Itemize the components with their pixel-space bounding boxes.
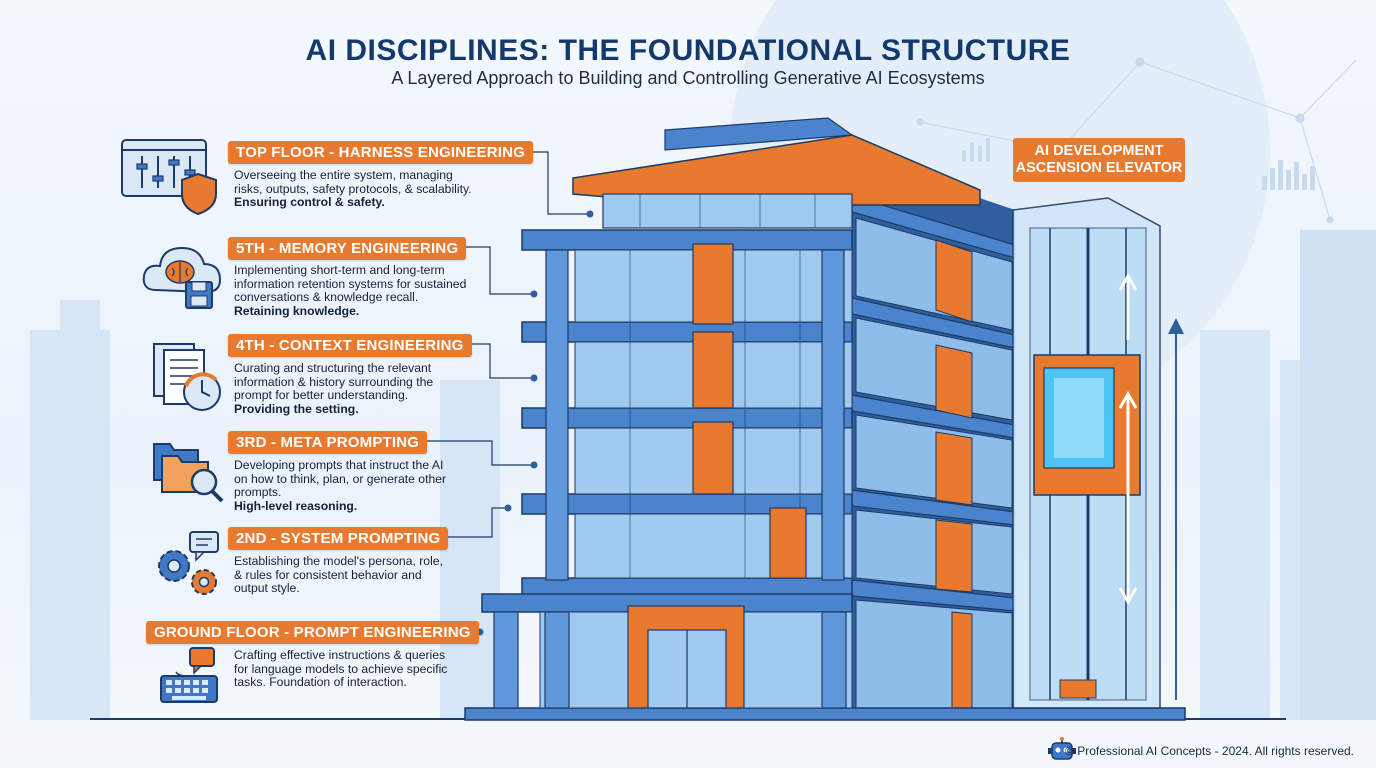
floor-desc-line: on how to think, plan, or generate other	[234, 471, 447, 486]
floor-desc-line: prompt for better understanding.	[234, 388, 409, 403]
floor-label-3rd: 3RD - META PROMPTING	[228, 431, 428, 454]
floor-desc-emphasis: Retaining knowledge.	[234, 303, 360, 318]
folders-magnifier-icon	[153, 443, 224, 503]
floor-desc-line: prompts.	[234, 485, 282, 500]
floor-desc-line: information & history surrounding the	[234, 374, 434, 389]
floor-desc-emphasis: Ensuring control & safety.	[234, 195, 385, 210]
documents-clock-icon	[153, 343, 221, 411]
floor-desc-emphasis: High-level reasoning.	[234, 498, 358, 513]
floor-desc-2nd: Establishing the model's persona, role, …	[234, 554, 484, 596]
elevator-label-line2: ASCENSION ELEVATOR	[1015, 160, 1183, 176]
floor-label-2nd: 2ND - SYSTEM PROMPTING	[228, 527, 449, 550]
brain-cloud-disk-icon	[142, 246, 222, 309]
floor-desc-line: tasks. Foundation of interaction.	[234, 675, 407, 690]
elevator-shaft	[1012, 197, 1184, 709]
floor-desc-line: Overseeing the entire system, managing	[234, 168, 453, 182]
floor-desc-line: Developing prompts that instruct the AI	[234, 458, 444, 472]
floor-desc-emphasis: Providing the setting.	[234, 401, 359, 416]
page-title: AI DISCIPLINES: THE FOUNDATIONAL STRUCTU…	[305, 34, 1071, 67]
floor-desc-line: conversations & knowledge recall.	[234, 290, 419, 305]
gears-chat-icon	[158, 531, 219, 595]
floor-desc-ground: Crafting effective instructions & querie…	[234, 648, 484, 690]
floor-desc-line: information retention systems for sustai…	[234, 276, 467, 291]
floor-desc-5th: Implementing short-term and long-term in…	[234, 263, 484, 318]
floor-desc-line: & rules for consistent behavior and	[234, 567, 422, 582]
building	[464, 117, 1186, 721]
keyboard-chat-icon	[160, 647, 218, 703]
elevator-label: AI DEVELOPMENT ASCENSION ELEVATOR	[1013, 138, 1185, 182]
floor-desc-3rd: Developing prompts that instruct the AI …	[234, 458, 484, 513]
floor-label-4th: 4TH - CONTEXT ENGINEERING	[228, 334, 472, 357]
floor-desc-4th: Curating and structuring the relevant in…	[234, 361, 484, 416]
floor-desc-line: output style.	[234, 581, 300, 596]
floor-desc-line: Curating and structuring the relevant	[234, 361, 432, 375]
bar-graphic	[962, 138, 1315, 190]
page-subtitle: A Layered Approach to Building and Contr…	[391, 68, 985, 88]
floor-label-5th: 5TH - MEMORY ENGINEERING	[228, 237, 467, 260]
robot-icon	[1048, 737, 1076, 760]
floor-label-top: TOP FLOOR - HARNESS ENGINEERING	[228, 141, 534, 164]
elevator-label-line1: AI DEVELOPMENT	[1034, 143, 1164, 159]
floor-desc-line: risks, outputs, safety protocols, & scal…	[234, 181, 472, 196]
floor-desc-line: Implementing short-term and long-term	[234, 263, 445, 277]
floor-desc-top: Overseeing the entire system, managing r…	[234, 168, 496, 210]
floor-label-ground: GROUND FLOOR - PROMPT ENGINEERING	[146, 621, 479, 644]
floor-desc-line: Crafting effective instructions & querie…	[234, 648, 446, 662]
floor-desc-line: for language models to achieve specific	[234, 661, 448, 676]
control-panel-shield-icon	[121, 139, 217, 216]
floor-desc-line: Establishing the model's persona, role,	[234, 554, 443, 568]
copyright-footer: © Professional AI Concepts - 2024. All r…	[1065, 744, 1354, 758]
